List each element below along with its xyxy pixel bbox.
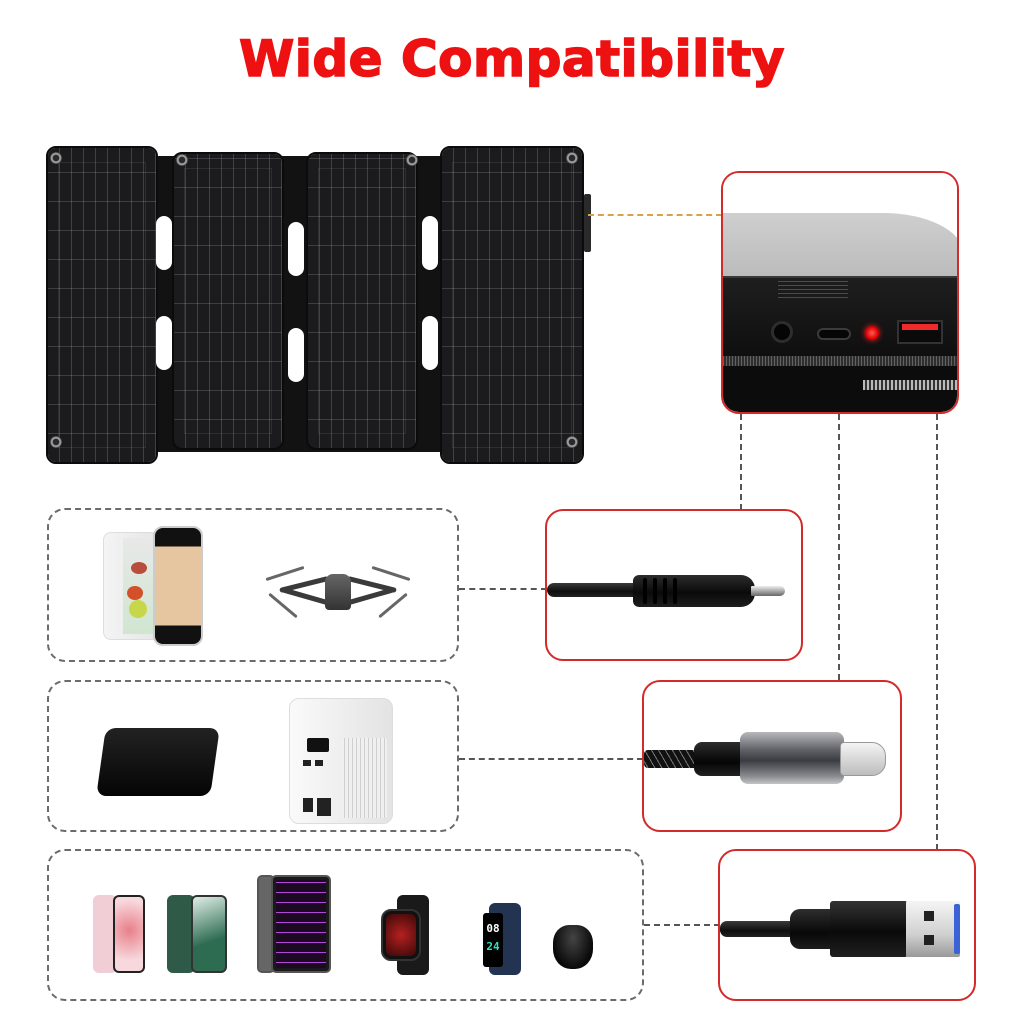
solar-panel [46, 146, 591, 464]
page-title: Wide Compatibility [238, 29, 785, 89]
usba-horizontal-line [644, 924, 720, 926]
handle-slot [422, 316, 438, 370]
solar-panel-section-4 [440, 146, 584, 464]
usbc-cable-callout [642, 680, 902, 832]
handle-slot [288, 222, 304, 276]
junction-box [584, 194, 591, 252]
usbc-device-group [47, 680, 459, 832]
solar-panel-section-2 [172, 152, 284, 450]
mini-fridge-icon [97, 524, 207, 648]
usb-a-port-icon [897, 320, 943, 344]
grommet-icon [406, 154, 418, 166]
wireless-earbuds-icon [551, 923, 595, 975]
panel-to-controller-line [588, 214, 722, 216]
jump-starter-icon [93, 720, 220, 804]
grommet-icon [50, 152, 62, 164]
solar-panel-section-1 [46, 146, 158, 464]
tablet-icon [257, 875, 333, 975]
grommet-icon [566, 436, 578, 448]
dc-port-icon [771, 321, 793, 343]
green-smartphone-icon [167, 895, 227, 975]
dc-horizontal-line [459, 588, 547, 590]
tracker-hour: 08 [486, 922, 500, 935]
usbc-vertical-line [838, 414, 840, 680]
handle-slot [156, 316, 172, 370]
handle-slot [422, 216, 438, 270]
tracker-minute: 24 [486, 940, 500, 953]
grommet-icon [50, 436, 62, 448]
usba-device-group: 08 24 [47, 849, 644, 1001]
handle-slot [156, 216, 172, 270]
indicator-led-icon [865, 326, 879, 340]
dc-vertical-line [740, 414, 742, 510]
dc-device-group [47, 508, 459, 662]
solar-panel-section-3 [306, 152, 418, 450]
controller-callout [721, 171, 959, 414]
pink-smartphone-icon [93, 895, 145, 975]
grommet-icon [176, 154, 188, 166]
usba-vertical-line [936, 414, 938, 850]
grommet-icon [566, 152, 578, 164]
handle-slot [288, 328, 304, 382]
dc-plug-callout [545, 509, 803, 661]
portable-power-station-icon [289, 698, 399, 828]
usba-cable-callout [718, 849, 976, 1001]
usb-c-port-icon [817, 328, 851, 340]
controller-label [778, 279, 848, 301]
usbc-horizontal-line [459, 758, 643, 760]
drone-icon [265, 560, 411, 622]
controller-tag [863, 380, 957, 390]
fitness-tracker-icon: 08 24 [481, 903, 523, 975]
smartwatch-icon [381, 895, 437, 975]
